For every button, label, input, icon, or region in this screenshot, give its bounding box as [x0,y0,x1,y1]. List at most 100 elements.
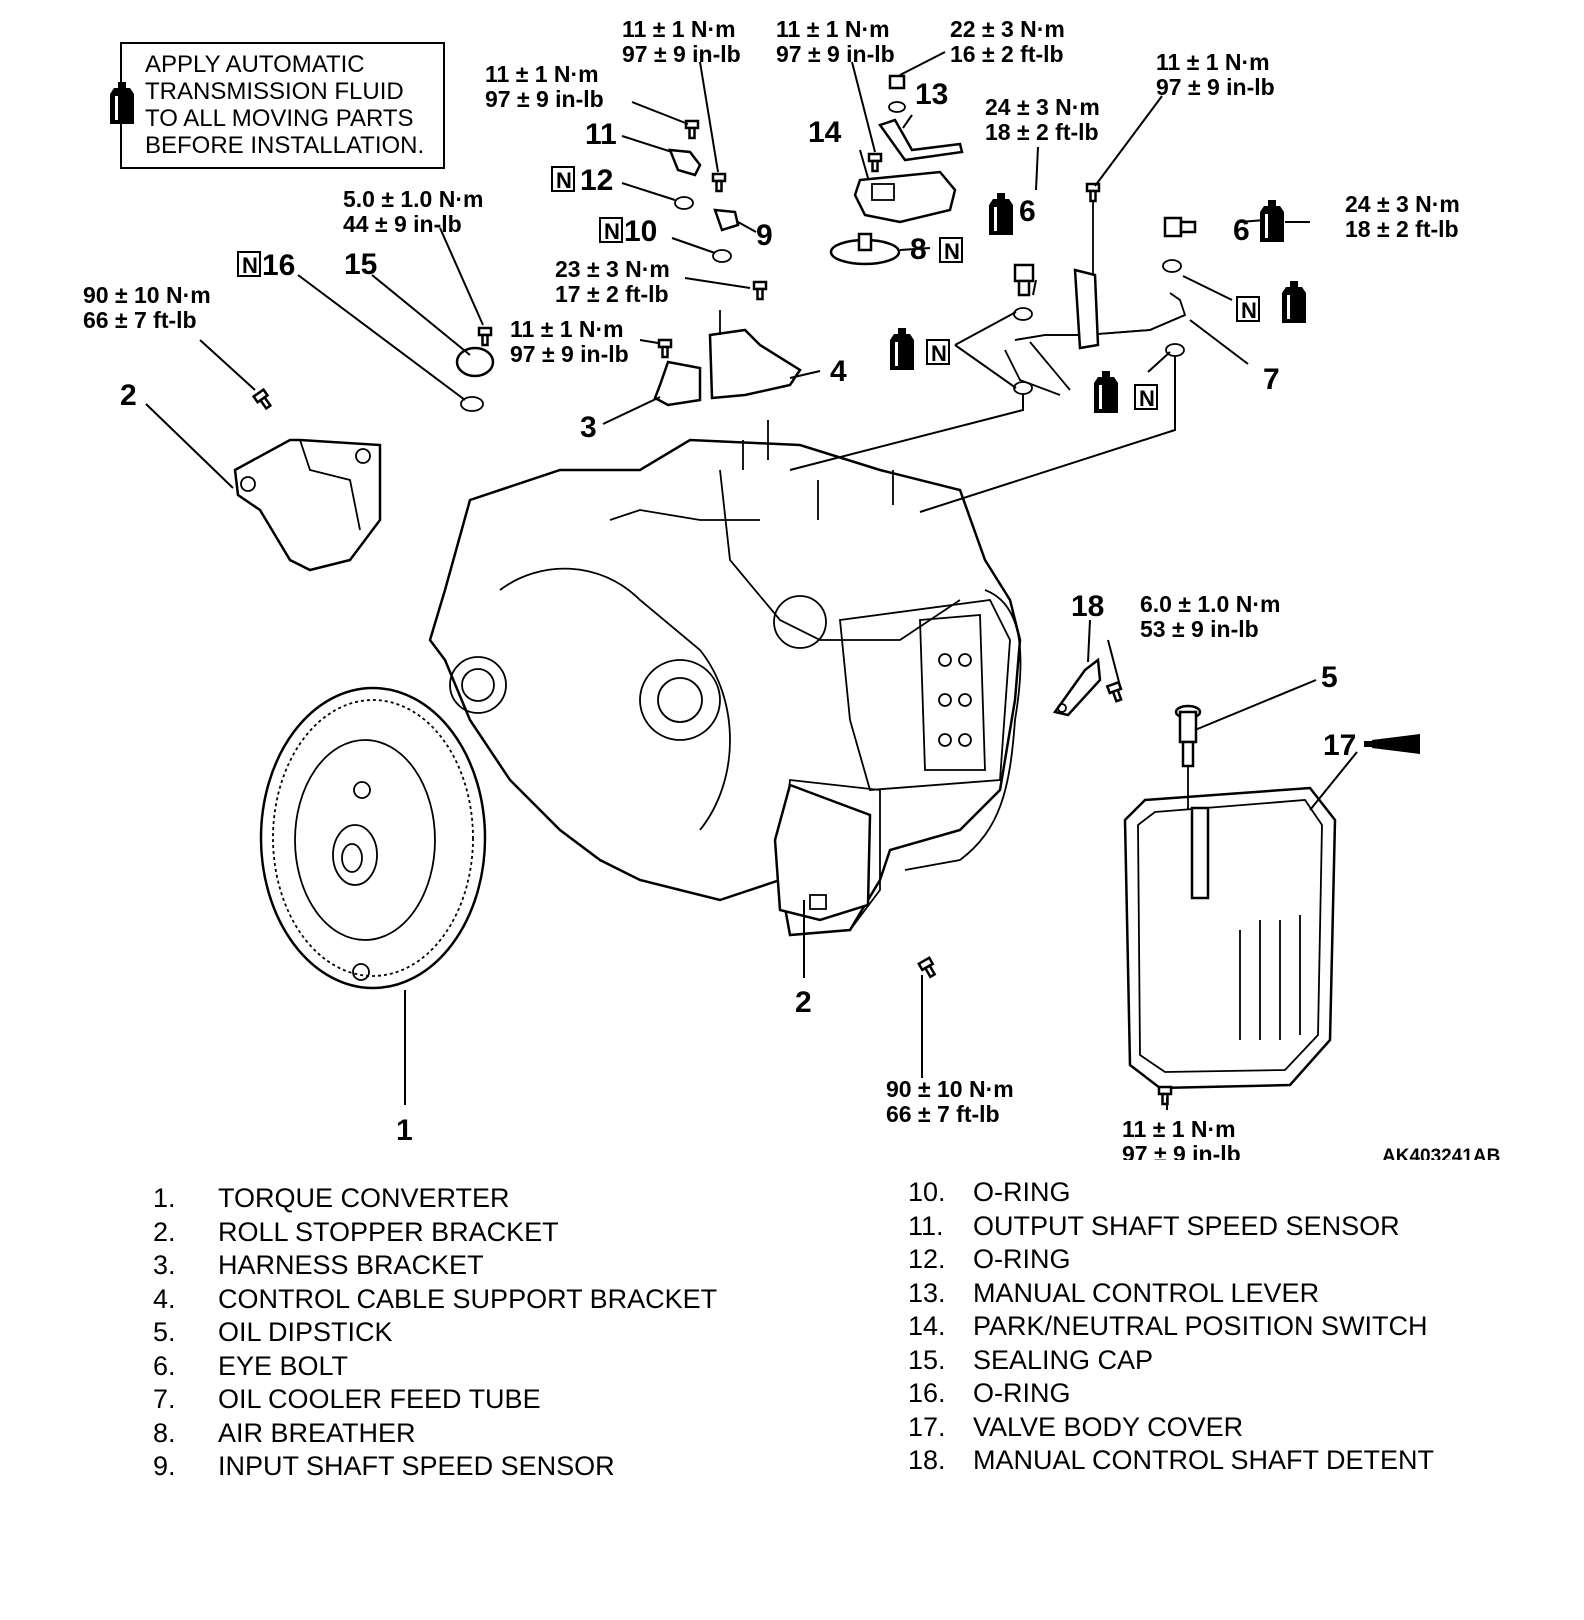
o-ring-16 [460,396,484,412]
callout-2-lower: 2 [795,986,812,1019]
legend-item: 4.CONTROL CABLE SUPPORT BRACKET [153,1283,873,1317]
legend-item: 14. PARK/NEUTRAL POSITION SWITCH [908,1310,1584,1344]
legend-item: 12. O-RING [908,1243,1584,1277]
eye-bolt-right [1163,216,1197,238]
callout-12: 12 [580,164,613,197]
torque-line: 17 ± 2 ft-lb [555,281,669,307]
transmission-case [428,420,1022,937]
n-box-tube-left: N [926,339,950,366]
callout-11: 11 [585,118,617,151]
torque-line: 53 ± 9 in-lb [1140,616,1259,642]
torque-specs: 11 ± 1 N·m 97 ± 9 in-lb 11 ± 1 N·m 97 ± … [83,16,1460,1160]
torque-line: 11 ± 1 N·m [776,16,890,42]
note-line-3: TO ALL MOVING PARTS [145,105,414,132]
bolt-23nm [752,280,768,301]
n-box-16: N [237,251,261,278]
bolt-11nm-9 [711,172,727,193]
torque-line: 97 ± 9 in-lb [776,41,895,67]
transmission-exploded-diagram: APPLY AUTOMATIC TRANSMISSION FLUID TO AL… [83,16,1500,1160]
n-box-letter: N [556,168,572,193]
torque-line: 97 ± 9 in-lb [510,341,629,367]
o-ring-tube-1 [1013,307,1033,321]
valve-body-cover [1123,786,1337,1090]
eye-bolt-mid [1013,263,1035,297]
legend-item: 7.OIL COOLER FEED TUBE [153,1383,873,1417]
callout-2-upper: 2 [120,379,137,412]
legend-item-number: 15. [908,1344,946,1375]
park-neutral-position-switch [853,170,957,224]
torque-line: 23 ± 3 N·m [555,256,670,282]
legend-item-number: 12. [908,1244,946,1275]
legend-item-label: MANUAL CONTROL SHAFT DETENT [973,1445,1435,1476]
legend-item-label: MANUAL CONTROL LEVER [973,1277,1320,1308]
torque-line: 44 ± 9 in-lb [343,211,462,237]
callout-15: 15 [344,248,377,281]
torque-line: 5.0 ± 1.0 N·m [343,186,483,212]
legend-item-number: 13. [908,1277,946,1308]
callout-10: 10 [624,215,657,248]
oil-cooler-feed-tube [1004,200,1187,396]
legend-item-number: 2. [153,1216,176,1247]
torque-line: 66 ± 7 ft-lb [83,307,197,333]
n-box-tube-right: N [1236,296,1260,323]
legend-item-number: 8. [153,1417,176,1448]
note-line-2: TRANSMISSION FLUID [145,78,404,105]
callout-9: 9 [756,219,773,252]
callout-18: 18 [1071,590,1104,623]
n-box-12: N [551,166,575,193]
roll-stopper-bracket-lower [773,783,872,922]
bolt-11nm-pan [1157,1085,1173,1106]
n-box-letter: N [1241,298,1257,323]
legend-item: 18. MANUAL CONTROL SHAFT DETENT [908,1444,1584,1478]
bolt-5nm [477,326,493,347]
sealing-cap [455,346,495,378]
n-box-letter: N [931,341,947,366]
legend-item-number: 16. [908,1378,946,1409]
figure-id: AK403241AB [1382,1146,1500,1160]
legend-item-label: O-RING [973,1177,1071,1208]
n-box-8: N [939,237,963,264]
legend-item-number: 9. [153,1451,176,1482]
legend-item-number: 14. [908,1311,946,1342]
torque-line: 66 ± 7 ft-lb [886,1101,1000,1127]
torque-line: 97 ± 9 in-lb [622,41,741,67]
atf-bottle-icon [1282,281,1306,323]
legend-item-label: PARK/NEUTRAL POSITION SWITCH [973,1311,1428,1342]
atf-bottle-icon [110,82,134,124]
callout-13: 13 [915,78,948,111]
legend-item: 17.VALVE BODY COVER [908,1411,1584,1445]
callout-6-mid: 6 [1019,195,1036,228]
torque-line: 90 ± 10 N·m [83,282,211,308]
torque-line: 11 ± 1 N·m [1156,49,1270,75]
o-ring-12 [674,196,694,210]
torque-line: 11 ± 1 N·m [622,16,736,42]
legend-item-label: INPUT SHAFT SPEED SENSOR [218,1451,615,1482]
legend-item-number: 6. [153,1350,176,1381]
torque-line: 18 ± 2 ft-lb [1345,216,1459,242]
legend-item-label: OIL DIPSTICK [218,1317,393,1348]
legend-item-number: 18. [908,1445,946,1476]
torque-line: 6.0 ± 1.0 N·m [1140,591,1280,617]
lever-nut [888,74,906,113]
callout-17: 17 [1323,729,1356,762]
output-shaft-speed-sensor [668,148,702,177]
callout-numbers: 1 2 2 3 4 5 6 6 7 8 9 10 11 12 13 14 15 … [120,78,1356,1147]
legend-item-label: O-RING [973,1244,1071,1275]
callout-7: 7 [1263,363,1280,396]
torque-line: 97 ± 9 in-lb [1122,1141,1241,1160]
air-breather [829,232,901,266]
legend-item-label: OIL COOLER FEED TUBE [218,1384,541,1415]
callout-8: 8 [910,233,927,266]
legend-item-number: 17. [908,1411,946,1442]
legend-item: 10.O-RING [908,1176,1584,1210]
legend-item-label: TORQUE CONVERTER [218,1183,510,1214]
legend-item-label: ROLL STOPPER BRACKET [218,1216,559,1247]
legend-item-label: EYE BOLT [218,1350,349,1381]
legend-item: 6. EYE BOLT [153,1350,873,1384]
sealant-tube-icon [1364,734,1420,754]
legend-item: 9. INPUT SHAFT SPEED SENSOR [153,1450,873,1484]
legend-item: 2. ROLL STOPPER BRACKET [153,1216,873,1250]
bolt-11nm-tube [1085,182,1101,203]
note-line-1: APPLY AUTOMATIC [145,51,365,78]
n-box-tube-bottom: N [1134,384,1158,411]
